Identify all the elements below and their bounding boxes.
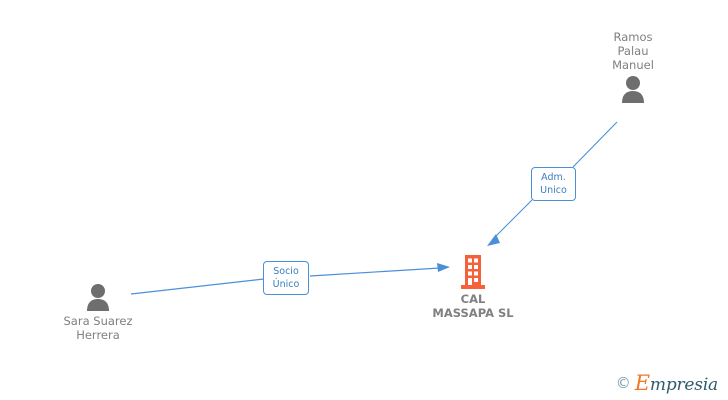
- copyright-icon: ©: [615, 374, 631, 392]
- edge-adm-unico-lower-segment: [491, 199, 533, 241]
- edge-adm-unico-arrowhead: [487, 234, 500, 246]
- edge-adm-unico: [487, 121, 618, 246]
- brand-rest: mpresia: [649, 375, 718, 395]
- node-person-sara-suarez-herrera[interactable]: Sara Suarez Herrera: [23, 282, 173, 342]
- node-company-cal-massapa-sl[interactable]: CAL MASSAPA SL: [393, 255, 553, 320]
- empresia-watermark: © Empresia: [616, 373, 718, 394]
- node-label-ramos-palau-manuel: Ramos Palau Manuel: [612, 30, 654, 72]
- brand-initial: E: [634, 371, 650, 395]
- relation-label-socio-unico[interactable]: Socio Único: [263, 261, 309, 295]
- edge-socio-unico-right-segment: [309, 267, 441, 277]
- edge-socio-unico-left-segment: [130, 278, 265, 295]
- edge-socio-unico-arrowhead: [437, 263, 450, 272]
- node-label-cal-massapa-sl: CAL MASSAPA SL: [432, 292, 514, 320]
- person-icon: [87, 284, 109, 311]
- edge-adm-unico-upper-segment: [572, 121, 618, 168]
- building-icon: [461, 255, 485, 289]
- edge-socio-unico: [130, 263, 450, 295]
- node-label-sara-suarez-herrera: Sara Suarez Herrera: [63, 314, 133, 342]
- node-person-ramos-palau-manuel[interactable]: Ramos Palau Manuel: [558, 30, 708, 104]
- person-icon: [622, 76, 644, 103]
- brand-name: Empresia: [635, 373, 718, 394]
- relation-label-adm-unico[interactable]: Adm. Unico: [531, 167, 576, 201]
